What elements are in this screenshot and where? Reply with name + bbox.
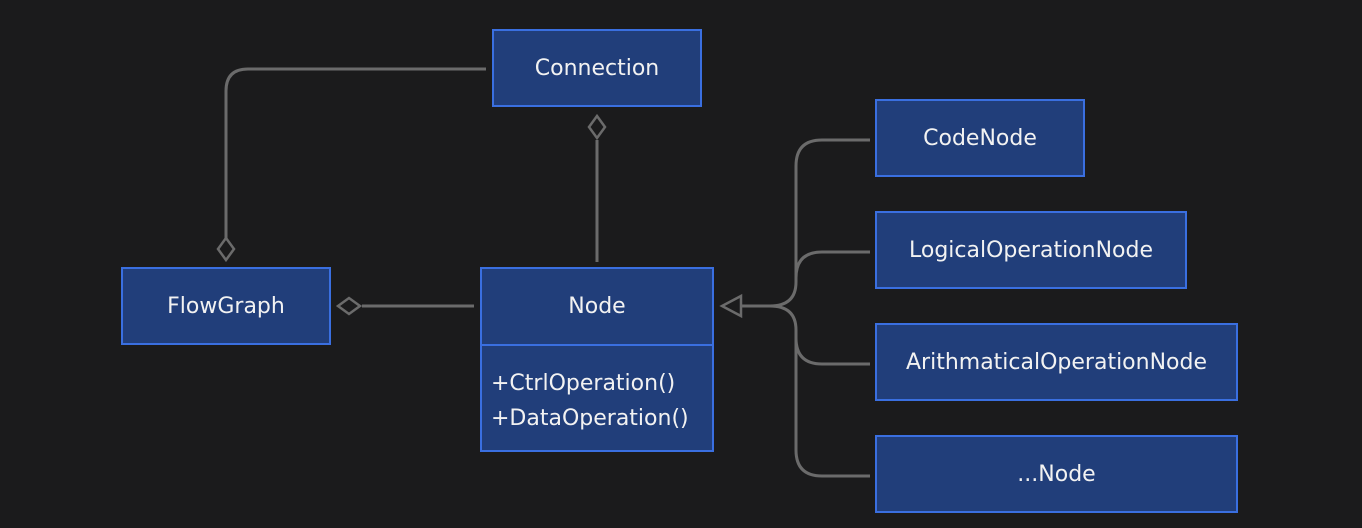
edge-etc-node xyxy=(769,304,870,478)
class-etc-node[interactable]: ...Node xyxy=(875,435,1238,513)
class-node[interactable]: Node +CtrlOperation() +DataOperation() xyxy=(480,267,714,452)
method-ctrl-operation: +CtrlOperation() xyxy=(491,371,676,396)
class-name: FlowGraph xyxy=(167,293,285,319)
edge-arith-node xyxy=(794,337,870,366)
edge-connection-flowgraph xyxy=(224,67,486,238)
class-connection[interactable]: Connection xyxy=(492,29,702,107)
edge-logical-node xyxy=(794,250,870,279)
class-name: ArithmaticalOperationNode xyxy=(905,349,1208,375)
class-name: CodeNode xyxy=(923,125,1037,151)
class-codenode[interactable]: CodeNode xyxy=(875,99,1085,177)
method-data-operation: +DataOperation() xyxy=(491,406,689,431)
inheritance-triangle-node xyxy=(719,293,743,319)
edge-codenode-node xyxy=(742,138,870,308)
class-name: LogicalOperationNode xyxy=(909,237,1153,263)
class-name: Connection xyxy=(534,55,660,81)
class-name: ...Node xyxy=(1017,461,1096,487)
class-flowgraph[interactable]: FlowGraph xyxy=(121,267,331,345)
class-name: Node xyxy=(482,269,712,346)
class-logical-operation-node[interactable]: LogicalOperationNode xyxy=(875,211,1187,289)
aggregation-diamond-flowgraph-top xyxy=(216,235,236,263)
aggregation-diamond-flowgraph-right xyxy=(335,296,363,316)
class-methods: +CtrlOperation() +DataOperation() xyxy=(482,346,712,436)
class-arithmatical-operation-node[interactable]: ArithmaticalOperationNode xyxy=(875,323,1238,401)
aggregation-diamond-connection xyxy=(587,113,607,141)
